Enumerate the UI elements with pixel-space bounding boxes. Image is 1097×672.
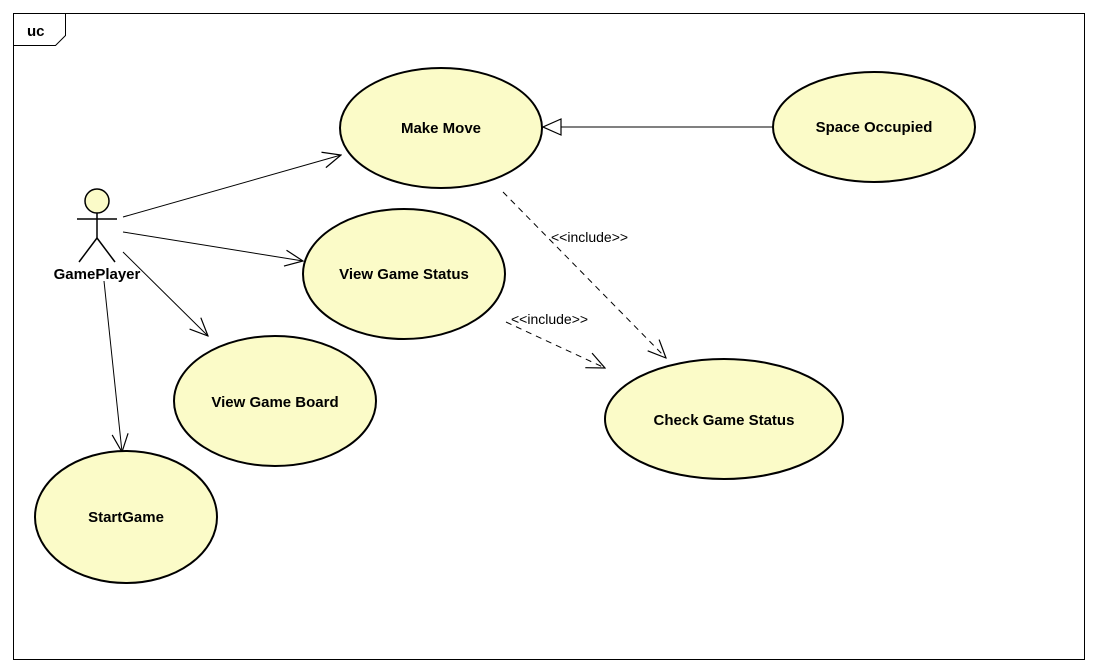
- use-case-ellipse: [302, 208, 506, 340]
- use-case-label: View Game Board: [211, 394, 338, 411]
- frame-tab: [13, 13, 66, 46]
- include-label-2: <<include>>: [511, 311, 588, 327]
- use-case-make-move[interactable]: Make Move: [339, 67, 543, 189]
- use-case-label: Check Game Status: [654, 412, 795, 429]
- use-case-start-game[interactable]: StartGame: [34, 450, 218, 584]
- association-make-move[interactable]: [122, 155, 341, 218]
- include-label-1: <<include>>: [551, 229, 628, 245]
- association-view-game-board[interactable]: [122, 251, 208, 336]
- frame-label: uc: [27, 23, 45, 40]
- include-relations: <<include>> <<include>>: [502, 191, 666, 368]
- associations: [103, 155, 341, 452]
- use-case-ellipse: [772, 71, 976, 183]
- use-case-label: View Game Status: [339, 266, 469, 283]
- association-view-game-status[interactable]: [122, 231, 303, 261]
- use-case-check-game-status[interactable]: Check Game Status: [604, 358, 844, 480]
- use-case-ellipse: [173, 335, 377, 467]
- association-start-game[interactable]: [103, 280, 122, 452]
- actor-gameplayer[interactable]: GamePlayer: [54, 188, 141, 283]
- use-case-label: Space Occupied: [816, 119, 933, 136]
- include-make-move-check-status[interactable]: [502, 191, 666, 358]
- use-case-ellipse: [604, 358, 844, 480]
- use-case-ellipse: [34, 450, 218, 584]
- use-case-space-occupied[interactable]: Space Occupied: [772, 71, 976, 183]
- use-case-view-game-status[interactable]: View Game Status: [302, 208, 506, 340]
- use-case-view-game-board[interactable]: View Game Board: [173, 335, 377, 467]
- use-case-ellipse: [339, 67, 543, 189]
- use-case-label: Make Move: [401, 120, 481, 137]
- actor-head: [84, 188, 110, 214]
- actor-left-leg: [78, 237, 98, 263]
- actor-name: GamePlayer: [54, 266, 141, 283]
- actor-right-leg: [96, 237, 116, 263]
- use-case-label: StartGame: [88, 509, 164, 526]
- include-view-status-check-status[interactable]: [505, 321, 605, 368]
